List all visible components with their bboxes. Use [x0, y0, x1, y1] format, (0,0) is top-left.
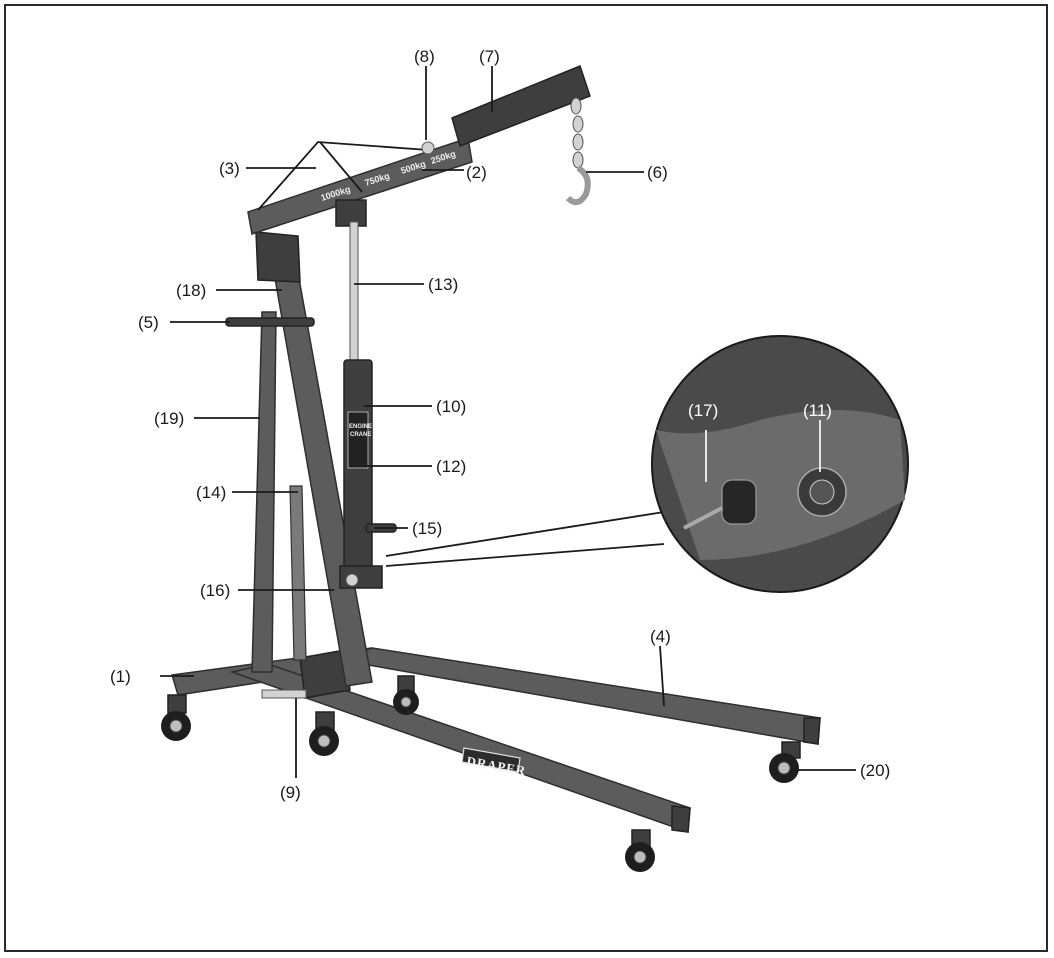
boom-capacity-marks: 1000kg 750kg 500kg 250kg — [320, 149, 457, 203]
label-1: (1) — [110, 667, 131, 686]
label-19: (19) — [154, 409, 184, 428]
chain-and-hook — [565, 97, 591, 206]
label-7: (7) — [479, 47, 500, 66]
label-14: (14) — [196, 483, 226, 502]
label-6: (6) — [647, 163, 668, 182]
ram-decal-line2: CRANE — [350, 432, 371, 438]
label-11: (11) — [803, 401, 832, 420]
brace-bar — [289, 485, 307, 661]
label-13: (13) — [428, 275, 458, 294]
callout-labels: (1) (2) (3) (4) (5) (6) (7) (8) (9) (10)… — [110, 47, 890, 802]
castor-center — [309, 711, 339, 756]
label-4: (4) — [650, 627, 671, 646]
label-18: (18) — [176, 281, 206, 300]
label-16: (16) — [200, 581, 230, 600]
boom-main — [247, 137, 473, 235]
ram-decal: ENGINE CRANE — [347, 411, 372, 469]
boom-pin — [421, 141, 435, 155]
mast-head — [255, 231, 301, 283]
label-2: (2) — [466, 163, 487, 182]
leg-right-end — [803, 717, 821, 745]
castor-rear-right — [393, 675, 419, 715]
figure-border — [4, 4, 1048, 952]
label-15: (15) — [412, 519, 442, 538]
detail-inset — [385, 335, 909, 593]
ram-decal-line1: ENGINE — [349, 424, 372, 430]
castor-rear-left — [161, 694, 191, 741]
release-valve — [721, 479, 757, 525]
label-3: (3) — [219, 159, 240, 178]
leg-pin — [261, 689, 307, 699]
castor-right-leg — [769, 741, 801, 783]
castor-front-leg — [625, 829, 655, 872]
ram-rod — [349, 221, 359, 363]
boom-frame — [257, 141, 429, 211]
label-9: (9) — [280, 783, 301, 802]
leader-lines — [160, 66, 856, 778]
ram-base-bolt — [345, 573, 359, 587]
crane-illustration: DRAPER — [161, 65, 821, 872]
handle-bar — [225, 317, 315, 327]
label-12: (12) — [436, 457, 466, 476]
leg-front-end — [671, 805, 691, 833]
label-17: (17) — [688, 401, 718, 420]
base-brace — [299, 649, 351, 699]
label-10: (10) — [436, 397, 466, 416]
boom-extension — [451, 65, 591, 147]
label-20: (20) — [860, 761, 890, 780]
label-8: (8) — [414, 47, 435, 66]
label-5: (5) — [138, 313, 159, 332]
